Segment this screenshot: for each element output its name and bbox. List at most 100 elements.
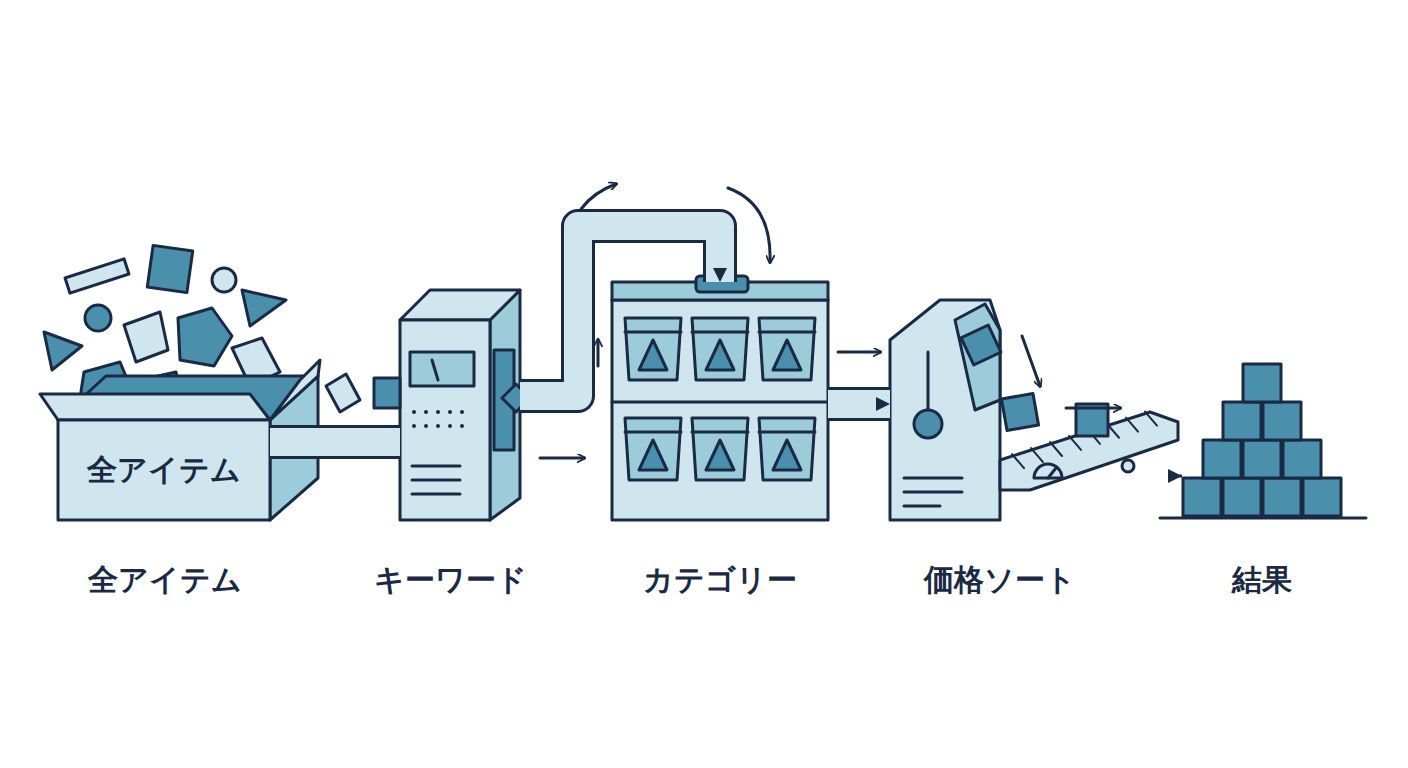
cube-pyramid [1183, 364, 1341, 516]
buttons [414, 412, 462, 426]
flow-arrow [1178, 476, 1182, 477]
bin-lip [692, 331, 748, 334]
cube [1001, 393, 1038, 430]
bin [759, 318, 815, 380]
flow-arrow [838, 351, 880, 354]
bin [625, 418, 681, 480]
vent [904, 491, 962, 494]
item [326, 374, 360, 412]
vent [904, 477, 962, 480]
flow-direction [270, 442, 400, 443]
stage-caption: 価格ソート [924, 560, 1076, 601]
screen [410, 352, 474, 386]
item [44, 332, 82, 370]
needle [432, 360, 438, 380]
belt-stripe [1069, 436, 1081, 450]
flow-arrow [597, 340, 600, 366]
pipe-outline [520, 226, 720, 396]
item [374, 378, 400, 408]
stage-caption: 全アイテム [88, 560, 242, 601]
item-box: 全アイテム全アイテム [58, 420, 270, 520]
chute [955, 304, 1000, 410]
roller [1122, 460, 1134, 472]
belt-stripe [1126, 418, 1138, 432]
flow-arrow [1066, 407, 1120, 410]
gauge [1034, 464, 1062, 478]
pipe-connector [270, 442, 400, 443]
belt-stripe [1050, 442, 1062, 456]
vent [412, 493, 460, 496]
item [124, 312, 168, 362]
bin-lip [625, 331, 681, 334]
bin-lip [759, 331, 815, 334]
pendulum [927, 352, 930, 410]
pipe-fill [270, 428, 400, 456]
cube [1223, 478, 1261, 516]
bin [625, 318, 681, 380]
bin-item [706, 340, 734, 370]
item [178, 308, 232, 366]
box-front [58, 420, 270, 520]
bin-item [773, 440, 801, 470]
ground [1160, 517, 1366, 520]
bins [625, 318, 815, 480]
price-sorter: 価格ソート [890, 300, 1178, 520]
sorter-body [612, 300, 828, 520]
box-label: 全アイテム [87, 450, 241, 491]
stage-caption: カテゴリー [643, 560, 797, 601]
bin-item [706, 440, 734, 470]
pipe-connector [828, 404, 890, 405]
box-flap [40, 394, 270, 420]
belt-stripe [1012, 454, 1024, 468]
price-machine [890, 300, 1000, 520]
cube [1223, 402, 1261, 440]
stage-caption: キーワード [374, 560, 527, 601]
pendulum-bob [914, 410, 942, 438]
gauge-needle [1048, 468, 1056, 478]
cube [1263, 402, 1301, 440]
cube [1263, 478, 1301, 516]
bin-item [773, 340, 801, 370]
cube [1203, 440, 1241, 478]
bin-lip [625, 431, 681, 434]
pipe-fill [828, 390, 890, 418]
cube [1243, 440, 1281, 478]
cube [1283, 440, 1321, 478]
cube [1183, 478, 1221, 516]
box-flap [270, 360, 320, 420]
flow-arrow [540, 457, 584, 460]
arrow-line [1178, 475, 1182, 478]
flow-direction [520, 226, 720, 396]
vent [412, 479, 460, 482]
category-sorter: カテゴリー [612, 282, 828, 520]
belt-stripe [1145, 412, 1157, 426]
item [242, 290, 286, 326]
bin-item [639, 340, 667, 370]
pipe-outline [270, 425, 400, 459]
vent [904, 505, 940, 508]
bin [692, 318, 748, 380]
shelf [612, 401, 828, 404]
item [65, 259, 129, 293]
item [85, 305, 111, 331]
flow-arrow [1022, 336, 1040, 386]
node-body: 全アイテム [58, 420, 270, 520]
cube [1243, 364, 1281, 402]
bin-lip [759, 431, 815, 434]
pipe-fill [520, 226, 720, 396]
bin [759, 418, 815, 480]
pipe-outline [828, 387, 890, 421]
item [212, 268, 236, 292]
bin-item [639, 440, 667, 470]
result-stack: 結果 [1182, 364, 1344, 518]
item [147, 245, 192, 292]
vent [412, 465, 460, 468]
flow-direction [828, 404, 890, 405]
machine-front [400, 320, 490, 520]
bin-lip [692, 431, 748, 434]
machine-top [400, 290, 520, 320]
belt-stripe [1031, 448, 1043, 462]
